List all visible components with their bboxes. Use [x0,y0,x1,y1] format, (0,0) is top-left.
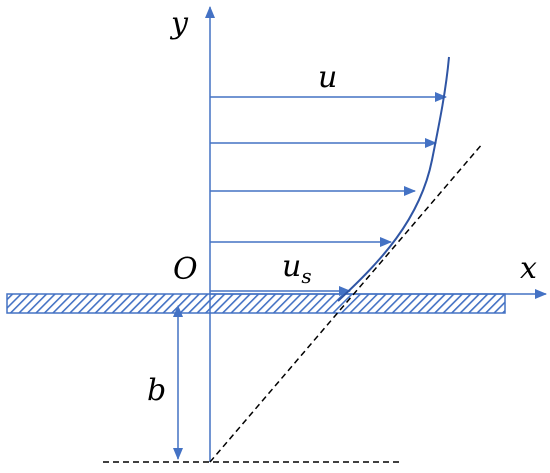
y-axis-label: y [169,6,189,41]
origin-label: O [173,252,198,287]
slip-velocity-label-subscript: s [301,264,311,288]
velocity-profile-curve [337,56,450,302]
x-axis-label: x [520,251,537,286]
slip-velocity-label: us [282,249,312,288]
velocity-label: u [318,60,337,95]
wall-plate [6,293,506,314]
slip-length-label: b [147,373,166,408]
slip-velocity-label-base: u [282,249,301,284]
